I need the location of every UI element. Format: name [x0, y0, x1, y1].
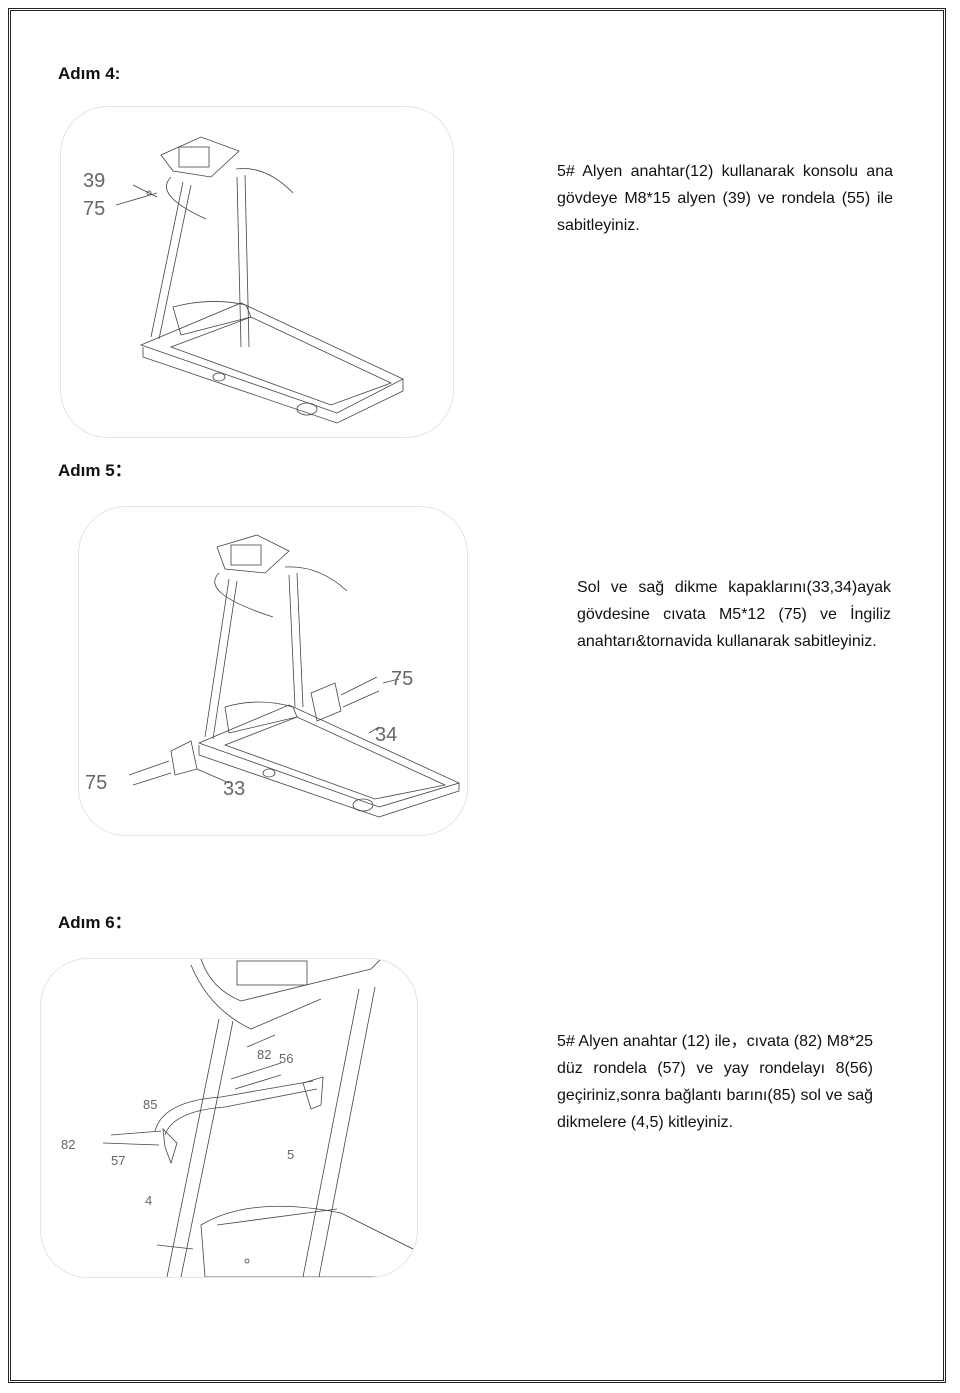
step-4-heading: Adım 4: [58, 64, 121, 83]
step-6-heading: Adım 6： [58, 913, 132, 932]
callout-75: 75 [83, 198, 105, 220]
callout-39: 39 [83, 170, 105, 192]
treadmill-drawing-step-4: 39 75 [83, 136, 404, 424]
step-6-figure: 82 56 85 82 57 5 4 [40, 958, 418, 1278]
step-4-figure: 39 75 [60, 106, 454, 438]
page-border [8, 8, 946, 1383]
callout-75-right: 75 [391, 668, 413, 690]
callout-85: 85 [143, 1097, 157, 1112]
step-5-instructions: Sol ve sağ dikme kapaklarını(33,34)ayak … [577, 579, 891, 650]
callout-75-left: 75 [85, 772, 107, 794]
callout-57: 57 [111, 1153, 125, 1168]
callout-5: 5 [287, 1147, 294, 1162]
callout-82-top: 82 [257, 1047, 271, 1062]
step-4-instructions: 5# Alyen anahtar(12) kullanarak konsolu … [557, 163, 893, 234]
step-5-figure: 75 34 75 33 [78, 506, 468, 836]
treadmill-drawing-step-6: 82 56 85 82 57 5 4 [61, 959, 417, 1277]
step-5-heading: Adım 5： [58, 461, 132, 480]
callout-82-left: 82 [61, 1137, 75, 1152]
callout-4: 4 [145, 1193, 152, 1208]
callout-34: 34 [375, 724, 397, 746]
treadmill-drawing-step-5: 75 34 75 33 [85, 534, 461, 818]
callout-56: 56 [279, 1051, 293, 1066]
callout-33: 33 [223, 778, 245, 800]
step-6-instructions: 5# Alyen anahtar (12) ile，cıvata (82) M8… [557, 1033, 873, 1131]
